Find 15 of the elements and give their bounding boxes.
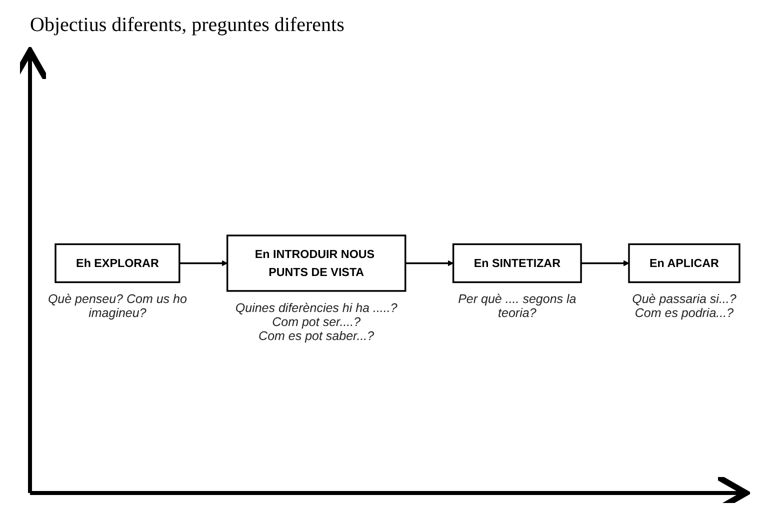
node-box: En INTRODUIR NOUS PUNTS DE VISTA bbox=[226, 234, 406, 292]
arrow bbox=[405, 260, 454, 266]
question-text: Com es pot saber...? bbox=[258, 328, 376, 343]
question-text: Què penseu? Com us ho imagineu? bbox=[46, 292, 188, 320]
question-text: Com es podria...? bbox=[634, 306, 735, 320]
question-text: Per què .... segons la teoria? bbox=[457, 292, 578, 320]
node-box: En APLICAR bbox=[628, 243, 740, 283]
node-box: Eh EXPLORAR bbox=[54, 243, 180, 283]
question-text: Quines diferències hi ha .....? bbox=[234, 300, 398, 315]
arrow bbox=[581, 260, 630, 266]
question-text: Què passaria si...? bbox=[631, 292, 738, 306]
diagram-title: Objectius diferents, preguntes diferents bbox=[30, 14, 344, 37]
question-text: Com pot ser....? bbox=[271, 314, 362, 329]
node-box: En SINTETIZAR bbox=[452, 243, 582, 283]
arrow bbox=[179, 260, 228, 266]
